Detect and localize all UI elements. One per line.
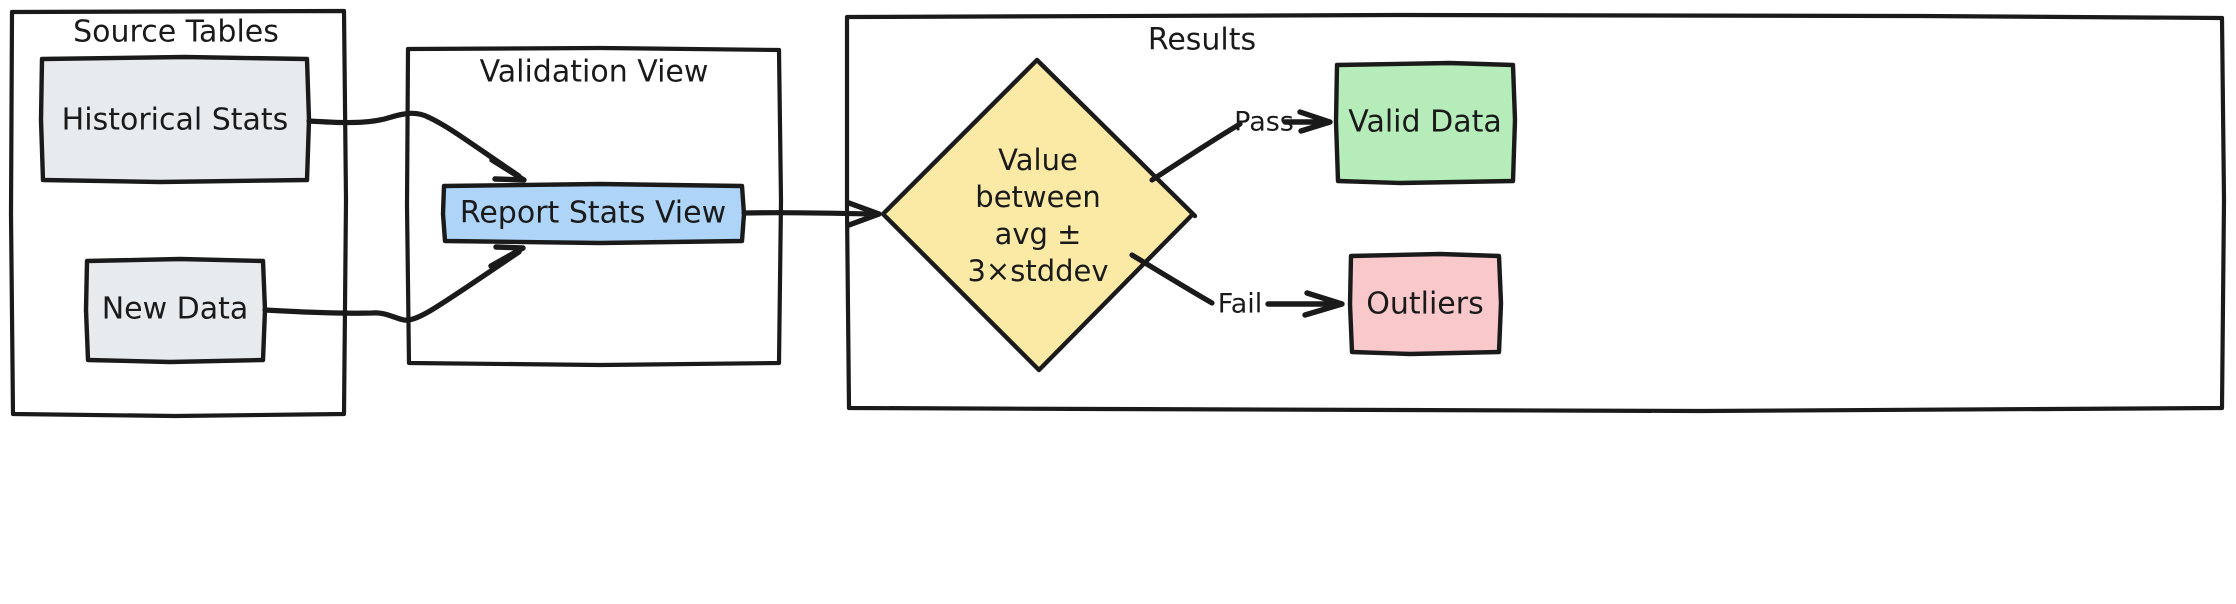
valid-data-label: Valid Data: [1348, 105, 1501, 140]
edge-historical-to-report-path: [306, 110, 522, 179]
edge-new-data-to-report: [262, 244, 526, 323]
node-historical-stats[interactable]: Historical Stats: [38, 54, 312, 185]
decision-diamond-shape[interactable]: [880, 57, 1198, 373]
edge-new-data-to-report-arrowhead: [488, 244, 526, 269]
edge-decision-pass-path: [1149, 121, 1243, 183]
decision-label-line-1: Value: [998, 143, 1078, 177]
edge-report-to-decision-path: [741, 209, 875, 217]
new-data-label: New Data: [102, 292, 249, 327]
node-valid-data[interactable]: Valid Data: [1333, 60, 1518, 186]
validation-view-container: [404, 45, 784, 368]
edge-historical-to-report: [306, 110, 527, 183]
edge-decision-pass: Pass: [1149, 107, 1333, 183]
edge-historical-to-report-arrowhead: [489, 157, 527, 183]
results-label: Results: [1148, 23, 1256, 58]
new-data-box[interactable]: [83, 256, 268, 365]
node-report-stats-view[interactable]: Report Stats View: [440, 181, 747, 246]
node-new-data[interactable]: New Data: [83, 256, 268, 365]
edge-report-to-decision: [741, 200, 882, 228]
report-stats-view-label: Report Stats View: [460, 196, 726, 231]
decision-label-line-3: avg ±: [995, 217, 1082, 251]
decision-label-line-4: 3×stddev: [967, 254, 1108, 288]
group-source-tables: Source Tables: [8, 8, 349, 419]
edge-decision-fail-label: Fail: [1218, 289, 1263, 320]
source-tables-label: Source Tables: [73, 15, 279, 50]
edge-decision-pass-label: Pass: [1234, 107, 1294, 138]
node-decision-diamond[interactable]: Value between avg ± 3×stddev: [880, 57, 1198, 373]
outliers-box[interactable]: [1347, 251, 1504, 357]
source-tables-container: [8, 8, 349, 419]
historical-stats-label: Historical Stats: [62, 103, 289, 138]
valid-data-box[interactable]: [1333, 60, 1518, 186]
edge-decision-fail-arrowhead: [1265, 290, 1345, 318]
group-results: Results: [844, 12, 2227, 414]
group-validation-view: Validation View: [404, 45, 784, 368]
edge-new-data-to-report-path: [262, 249, 522, 323]
results-container: [844, 12, 2227, 414]
edge-report-to-decision-arrowhead: [846, 200, 882, 228]
edge-decision-fail-path: [1129, 252, 1215, 306]
edge-decision-pass-arrowhead: [1282, 109, 1333, 134]
decision-label-line-2: between: [975, 180, 1100, 214]
node-outliers[interactable]: Outliers: [1347, 251, 1504, 357]
outliers-label: Outliers: [1366, 287, 1483, 322]
validation-view-label: Validation View: [480, 55, 709, 90]
report-stats-view-box[interactable]: [440, 181, 747, 246]
historical-stats-box[interactable]: [38, 54, 312, 185]
edge-decision-fail: Fail: [1129, 252, 1345, 320]
